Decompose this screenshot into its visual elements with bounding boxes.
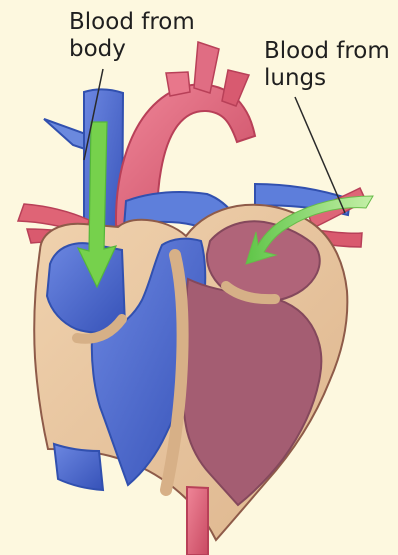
blood-from-lungs-line-2: lungs	[264, 65, 390, 92]
aortic-branch-3	[222, 70, 249, 106]
blood-from-body-line-2: body	[69, 36, 195, 63]
aortic-branch-2	[194, 42, 219, 93]
blood-from-lungs-label: Blood from lungs	[264, 38, 390, 92]
inferior-vena-cava	[54, 444, 103, 490]
blood-from-body-label: Blood from body	[69, 9, 195, 63]
blood-from-body-line-1: Blood from	[69, 9, 195, 36]
aortic-branch-1	[166, 72, 190, 96]
descending-aorta	[187, 487, 208, 555]
blood-from-lungs-line-1: Blood from	[264, 38, 390, 65]
